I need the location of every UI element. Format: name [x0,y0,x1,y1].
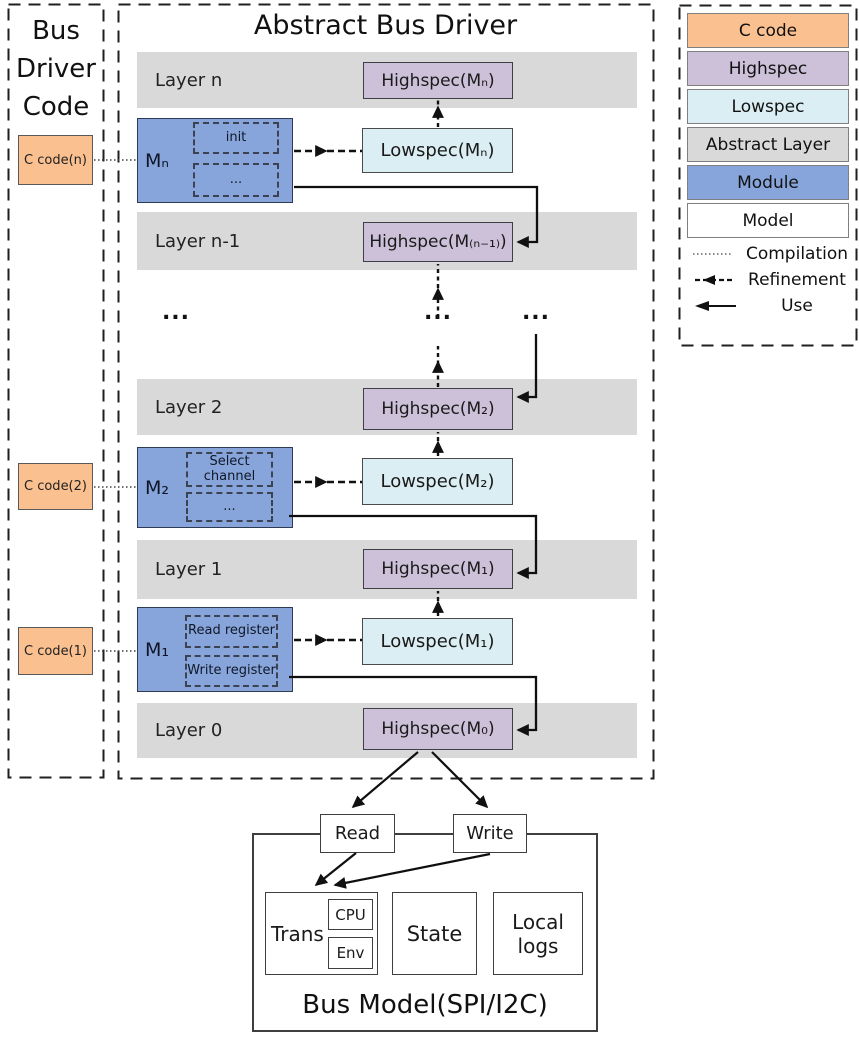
compilation-line-icon [691,245,737,264]
ellipsis-left: ... [161,300,191,325]
layer-label-n1: Layer n-1 [155,230,241,252]
write-box: Write [453,814,527,853]
legend-swatch-model: Model [687,203,849,238]
layer-label-1: Layer 1 [155,559,223,580]
legend-compilation-label: Compilation [745,244,849,264]
highspec-n1-box: Highspec(M₍ₙ₋₁₎) [363,222,513,262]
lowspec-1-box: Lowspec(M₁) [362,618,513,665]
highspec-0-box: Highspec(M₀) [363,708,513,750]
module-1-fn-read-register: Read register [185,615,278,648]
lowspec-2-box: Lowspec(M₂) [362,458,513,505]
trans-label: Trans [271,921,324,946]
refinement-arrow-icon [691,271,737,290]
left-panel-title: Bus Driver Code [8,12,104,126]
ellipsis-middle: ... [423,300,453,325]
module-n-label: Mₙ [145,149,169,172]
c-code-n-box: C code(n) [18,135,93,185]
module-2-fn-select-channel: Select channel [186,452,273,487]
ellipsis-right: ... [521,300,551,325]
arrow-highspec0-write [431,751,489,809]
layer-label-0: Layer 0 [155,720,223,741]
module-1-fn-write-register: Write register [185,655,278,687]
legend-swatch-abstract-layer: Abstract Layer [687,127,849,162]
lowspec-n-box: Lowspec(Mₙ) [362,128,513,173]
layer-label-2: Layer 2 [155,396,223,418]
c-code-2-box: C code(2) [18,463,93,510]
legend-row-compilation: Compilation [679,241,857,267]
compilation-lines [94,159,137,652]
state-box: State [392,892,477,975]
legend-swatch-c-code: C code [687,13,849,48]
module-n-fn-more: ... [193,163,279,197]
legend-swatch-highspec: Highspec [687,51,849,86]
main-panel-title: Abstract Bus Driver [253,10,518,41]
legend-row-refinement: Refinement [679,267,857,293]
bus-model-caption: Bus Model(SPI/I2C) [302,990,548,1020]
left-panel-title-line: Driver [15,54,96,84]
highspec-2-box: Highspec(M₂) [363,388,513,430]
legend-row-use: Use [679,293,857,319]
left-panel-title-line: Bus [32,16,80,46]
local-logs-box: Local logs [493,892,583,975]
read-box: Read [320,814,395,853]
highspec-n-box: Highspec(Mₙ) [363,62,513,99]
legend-swatch-lowspec: Lowspec [687,89,849,124]
module-2-label: M₂ [145,476,170,499]
c-code-1-box: C code(1) [18,627,93,675]
left-panel-title-line: Code [22,92,90,122]
arrow-highspec0-read [351,751,419,809]
layer-label-n: Layer n [155,69,223,91]
use-arrow-icon [691,297,737,316]
module-1-label: M₁ [145,638,170,661]
module-2-fn-more: ... [186,492,273,522]
highspec-1-box: Highspec(M₁) [363,549,513,589]
cpu-box: CPU [328,899,373,930]
legend-refinement-label: Refinement [748,270,846,290]
env-box: Env [328,937,373,969]
legend-panel: C code Highspec Lowspec Abstract Layer M… [679,5,857,346]
legend-swatch-module: Module [687,165,849,200]
legend-use-label: Use [781,296,813,316]
module-n-fn-init: init [193,122,279,154]
